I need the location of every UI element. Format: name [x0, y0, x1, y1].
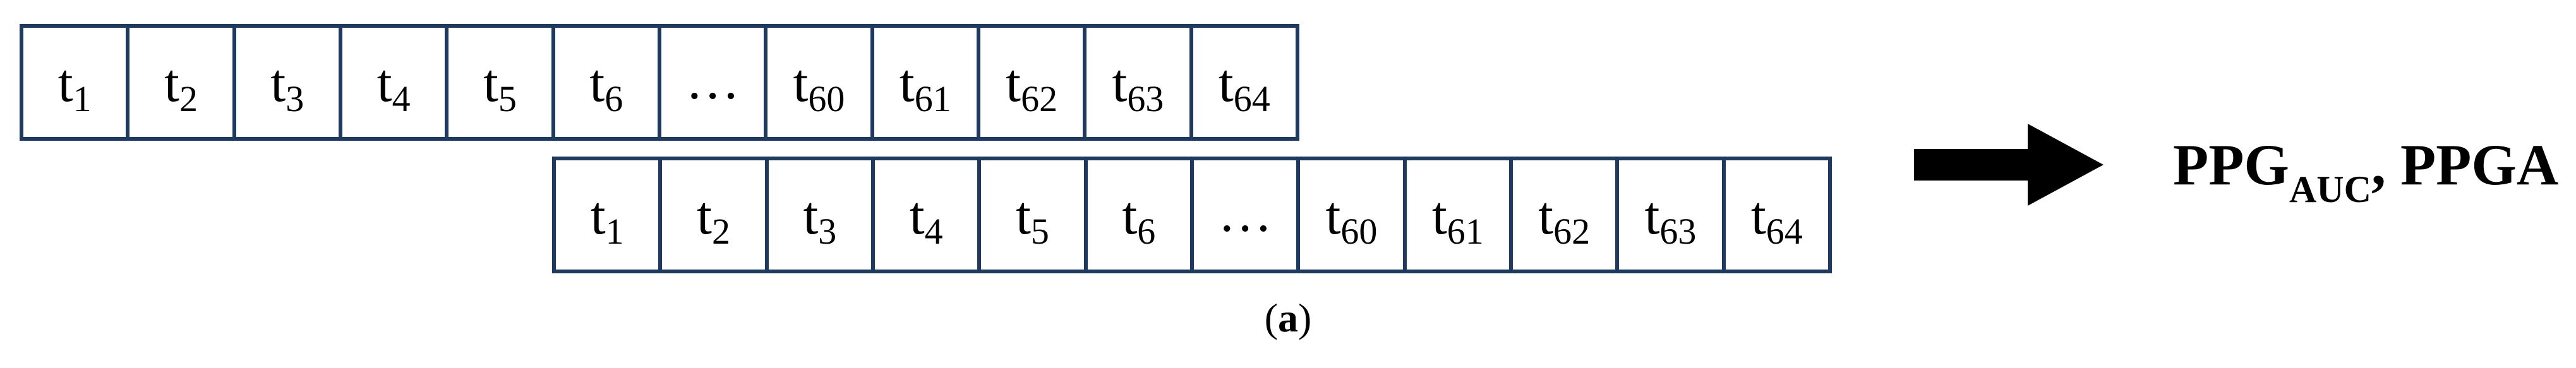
time-cell-subscript: 2 — [711, 210, 730, 252]
time-cell-subscript: 64 — [1766, 210, 1803, 252]
time-cell-base: t — [1431, 184, 1447, 246]
metric-ppga: PPGA — [2400, 133, 2559, 197]
time-cell-base: t — [1750, 184, 1766, 246]
time-cell-subscript: 4 — [392, 78, 411, 119]
time-cell-subscript: 60 — [1340, 210, 1378, 252]
metric-ppg-auc-base: PPG — [2173, 133, 2289, 197]
time-cell-subscript: 1 — [73, 78, 92, 119]
time-cell-base: t — [57, 52, 73, 113]
time-cell-base: … — [685, 49, 740, 110]
right-arrow-icon — [1914, 124, 2104, 206]
metric-ppg-auc-subscript: AUC — [2289, 169, 2371, 210]
time-cell-base: t — [1218, 52, 1234, 113]
time-cell-base: t — [1016, 184, 1031, 246]
caption-close-paren: ) — [1298, 295, 1312, 340]
time-cell-base: t — [793, 52, 809, 113]
time-cell-base: t — [1644, 184, 1660, 246]
time-cell-base: t — [899, 52, 915, 113]
time-cell-base: … — [1218, 182, 1273, 243]
time-cell-subscript: 6 — [605, 78, 623, 119]
time-cell-subscript: 3 — [818, 210, 837, 252]
time-cell-base: t — [1325, 184, 1341, 246]
time-cell-subscript: 5 — [498, 78, 517, 119]
time-cell-base: t — [1538, 184, 1554, 246]
time-cell-base: t — [590, 184, 606, 246]
time-cell-base: t — [164, 52, 179, 113]
time-cell-subscript: 62 — [1553, 210, 1591, 252]
time-cell-subscript: 1 — [605, 210, 624, 252]
time-cell-subscript: 62 — [1021, 78, 1058, 119]
time-cell: … — [1194, 160, 1301, 270]
time-cell: … — [661, 28, 768, 137]
time-cell-subscript: 60 — [808, 78, 845, 119]
time-cell-base: t — [589, 52, 605, 113]
time-cell-subscript: 61 — [1447, 210, 1484, 252]
output-metrics: PPGAUC, PPGA — [2173, 133, 2559, 208]
panel-caption: (a) — [0, 298, 2576, 338]
time-cell-subscript: 6 — [1137, 210, 1156, 252]
caption-open-paren: ( — [1264, 295, 1278, 340]
time-cell-base: t — [1006, 52, 1021, 113]
time-cell-base: t — [270, 52, 286, 113]
time-cell-subscript: 5 — [1030, 210, 1049, 252]
caption-label: a — [1278, 295, 1298, 340]
time-cell-subscript: 63 — [1659, 210, 1697, 252]
time-cell-subscript: 4 — [924, 210, 943, 252]
time-cell-subscript: 2 — [179, 78, 198, 119]
time-cell-base: t — [909, 184, 925, 246]
time-cell-base: t — [483, 52, 498, 113]
time-cell-subscript: 3 — [286, 78, 304, 119]
time-cell-base: t — [803, 184, 819, 246]
time-cell-base: t — [1112, 52, 1128, 113]
time-cell-subscript: 63 — [1127, 78, 1164, 119]
time-cell-subscript: 64 — [1233, 78, 1270, 119]
time-cell-subscript: 61 — [914, 78, 951, 119]
time-cell-base: t — [1122, 184, 1138, 246]
time-cell-base: t — [376, 52, 392, 113]
metric-separator: , — [2371, 133, 2400, 197]
time-cell-base: t — [697, 184, 712, 246]
